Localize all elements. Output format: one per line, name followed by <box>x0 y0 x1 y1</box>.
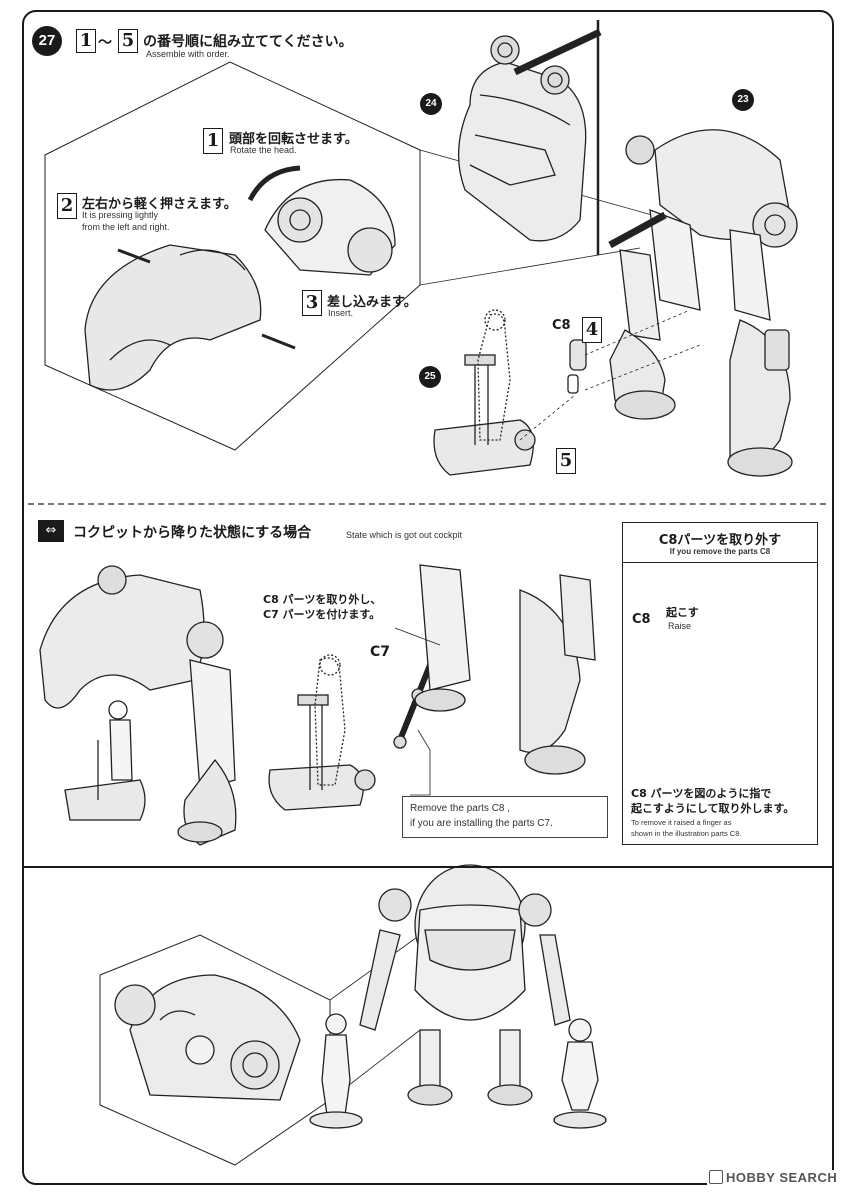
part-c7-label: C7 <box>370 644 391 660</box>
substep-1-jp: 頭部を回転させます。 <box>229 132 358 147</box>
c8-panel-divider <box>622 562 818 563</box>
substep-2-en-2: from the left and right. <box>82 222 170 232</box>
robot-open-cockpit <box>39 565 237 846</box>
cockpit-title-en: State which is got out cockpit <box>346 530 463 540</box>
standing-figure-left <box>309 1013 363 1129</box>
remove-parts-callout <box>402 796 608 838</box>
robot-standing-front <box>359 864 571 1106</box>
bottom-cockpit-detail <box>114 974 301 1101</box>
arrows-icon: ⇔ <box>38 520 64 542</box>
c8-panel-title-jp: C8パーツを取り外す <box>658 533 782 548</box>
part-24-badge: 24 <box>420 93 442 115</box>
part-23-badge: 23 <box>732 89 754 111</box>
c8-panel-title-en: If you remove the parts C8 <box>669 547 771 556</box>
section-divider-dashed <box>28 503 826 505</box>
watermark-logo-icon <box>709 1170 723 1184</box>
substep-4-box: 4 <box>582 317 602 343</box>
robot-legs-mid <box>414 564 596 775</box>
c8-panel-desc-en-1: To remove it raised a finger as <box>631 818 732 827</box>
step-title-jp: の番号順に組み立ててください。 <box>143 34 353 50</box>
c8-panel-part-label: C8 <box>632 612 651 627</box>
cockpit-stand-c7 <box>268 654 376 811</box>
part-c8 <box>567 339 587 394</box>
cockpit-note-1: C8 パーツを取り外し、 <box>263 593 382 606</box>
section-divider-solid <box>22 866 834 868</box>
step-number-badge: 27 <box>32 26 62 56</box>
part-25-stand <box>433 309 536 476</box>
detail-head <box>84 165 396 391</box>
substep-5-box: 5 <box>556 448 576 474</box>
raise-label-jp: 起こす <box>666 606 699 619</box>
step-title-en: Assemble with order. <box>146 49 230 59</box>
part-25-badge: 25 <box>419 366 441 388</box>
raise-label-en: Raise <box>668 621 692 631</box>
substep-1-box: 1 <box>203 128 223 154</box>
c8-panel-desc-en-2: shown in the illustration parts C8. <box>631 829 742 838</box>
range-end-box: 5 <box>118 29 138 53</box>
substep-1-en: Rotate the head. <box>230 145 297 155</box>
substep-3-en: Insert. <box>328 308 354 318</box>
substep-2-en-1: It is pressing lightly <box>82 210 159 220</box>
substep-2-box: 2 <box>57 193 77 219</box>
part-23-robot <box>608 129 798 477</box>
c8-panel-desc-1: C8 パーツを図のように指で <box>631 787 772 800</box>
substep-3-jp: 差し込みます。 <box>327 295 417 310</box>
remove-parts-line-1: Remove the parts C8 , <box>410 803 511 814</box>
range-separator: ～ <box>98 35 112 51</box>
substep-2-jp: 左右から軽く押さえます。 <box>82 197 237 212</box>
c8-panel-desc-2: 起こすようにして取り外します。 <box>631 802 795 815</box>
remove-parts-line-2: if you are installing the parts C7. <box>410 818 553 829</box>
part-24-helmet <box>457 35 587 242</box>
standing-figure-right <box>553 1018 607 1129</box>
c8-removal-panel <box>622 522 818 845</box>
cockpit-note-2: C7 パーツを付けます。 <box>263 608 381 621</box>
range-start-box: 1 <box>76 29 96 53</box>
part-c8-label: C8 <box>552 318 571 333</box>
page-frame <box>22 10 834 1185</box>
substep-3-box: 3 <box>302 290 322 316</box>
hobby-search-watermark: HOBBY SEARCH <box>707 1170 840 1185</box>
cockpit-title-jp: コクピットから降りた状態にする場合 <box>73 525 312 541</box>
